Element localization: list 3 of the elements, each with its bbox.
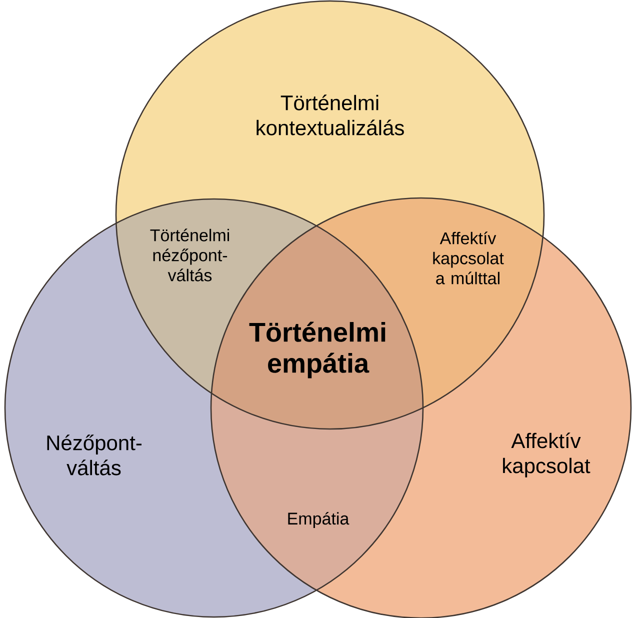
region-label: Történelmi empátia <box>249 322 386 378</box>
region-label: Affektív kapcsolat a múlttal <box>433 232 504 284</box>
region-label: Empátia <box>288 512 350 528</box>
